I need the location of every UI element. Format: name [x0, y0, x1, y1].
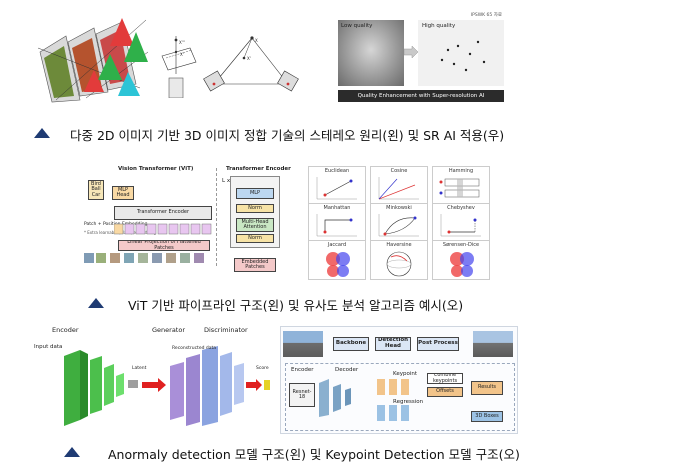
caption-triangle-icon — [34, 128, 50, 138]
similarity-metrics-grid: Euclidean Cosine Hamming Manhattan Minko… — [308, 166, 494, 280]
enc-norm-2: Norm — [236, 234, 274, 243]
gan-latent-label: Latent — [132, 366, 147, 371]
enc-norm-1: Norm — [236, 204, 274, 213]
vit-mlp-head: MLP Head — [112, 186, 134, 200]
vit-patch-images — [84, 253, 204, 263]
gan-encoder-label: Encoder — [52, 326, 79, 334]
vit-title: Vision Transformer (ViT) — [118, 166, 194, 172]
gan-blocks — [64, 346, 270, 426]
kp-backbone: Backbone — [333, 337, 369, 351]
enc-lx: L x — [222, 178, 231, 184]
kp-detection-head: Detection Head — [375, 337, 411, 351]
gan-diagram: Encoder Generator Discriminator Input da… — [34, 326, 274, 430]
epipolar-diagram-2: X X' — [203, 36, 299, 92]
kp-resnet: Resnet-18 — [289, 383, 315, 407]
kp-post-process: Post Process — [417, 337, 459, 351]
metric-minkowski: Minkowski — [370, 203, 428, 243]
sr-badge: IPSWK 65 자료 — [470, 13, 502, 18]
transformer-encoder-diagram: Transformer Encoder L x MLP Norm Multi-H… — [222, 166, 291, 274]
kp-offsets: Offsets — [427, 387, 463, 397]
metric-hamming: Hamming — [432, 166, 490, 206]
gan-recon-label: Reconstructed data — [172, 346, 217, 351]
enc-attention: Multi-Head Attention — [236, 218, 274, 232]
metric-jaccard: Jaccard — [308, 240, 366, 280]
metric-cosine: Cosine — [370, 166, 428, 206]
vit-encoder-box: Transformer Encoder — [114, 206, 212, 220]
kp-3d-boxes: 3D Boxes — [471, 411, 503, 422]
sr-panel: IPSWK 65 자료 Low quality High quality Qua… — [336, 12, 506, 104]
gan-score-label: Score — [256, 366, 269, 371]
vit-divider — [216, 168, 217, 266]
caption-row2: ViT 기반 파이프라인 구조(왼) 및 유사도 분석 알고리즘 예시(오) — [128, 298, 464, 313]
kp-output-photo — [473, 331, 513, 357]
enc-embedded: Embedded Patches — [234, 258, 276, 272]
stereo-cameras-illustration — [37, 18, 149, 103]
arrow-right-icon — [404, 46, 418, 58]
metric-haversine: Haversine — [370, 240, 428, 280]
kp-detail-panel — [285, 363, 515, 431]
vit-linear-projection: Linear Projection of Flattened Patches — [118, 240, 210, 251]
kp-encoder-label: Encoder — [291, 367, 314, 373]
kp-combine: Combine keypoints — [427, 373, 463, 384]
vit-class-box: Class Bird Ball Car ... — [88, 180, 104, 200]
vit-diagram: Vision Transformer (ViT) Class Bird Ball… — [84, 166, 218, 266]
kp-feature-maps — [319, 379, 351, 417]
sr-high-label: High quality — [422, 23, 456, 29]
enc-mlp: MLP — [236, 188, 274, 199]
caption-triangle-icon — [64, 447, 80, 457]
enc-title: Transformer Encoder — [226, 166, 291, 172]
svg-text:X': X' — [180, 52, 184, 57]
gan-input-label: Input data — [34, 344, 63, 350]
caption-row1: 다중 2D 이미지 기반 3D 이미지 정합 기술의 스테레오 원리(왼) 및 … — [70, 128, 505, 143]
vit-tokens — [114, 223, 212, 235]
kp-decoder-label: Decoder — [335, 367, 359, 373]
caption-triangle-icon — [88, 298, 104, 308]
epipolar-diagram-1: X''' X' — [161, 36, 197, 98]
keypoint-diagram: Backbone Detection Head Post Process Enc… — [280, 326, 518, 434]
metric-sorensen-dice: Sørensen-Dice — [432, 240, 490, 280]
svg-text:X: X — [255, 38, 258, 43]
svg-text:X''': X''' — [179, 40, 185, 45]
kp-regression-label: Regression — [393, 399, 424, 405]
sr-keypoints — [440, 40, 486, 72]
caption-row3: Anormaly detection 모델 구조(왼) 및 Keypoint D… — [108, 447, 520, 462]
sr-high-image: High quality — [418, 20, 504, 86]
gan-discriminator-label: Discriminator — [204, 326, 248, 334]
metric-chebyshev: Chebyshev — [432, 203, 490, 243]
kp-keypoint-label: Keypoint — [393, 371, 417, 377]
sr-low-image: Low quality — [338, 20, 404, 86]
svg-text:X': X' — [247, 56, 251, 61]
kp-input-photo-1 — [283, 331, 323, 357]
sr-footer: Quality Enhancement with Super-resolutio… — [357, 93, 485, 99]
metric-euclidean: Euclidean — [308, 166, 366, 206]
metric-manhattan: Manhattan — [308, 203, 366, 243]
gan-generator-label: Generator — [152, 326, 186, 334]
kp-result: Results — [471, 381, 503, 395]
kp-head-maps — [377, 379, 409, 421]
sr-footer-bar: Quality Enhancement with Super-resolutio… — [338, 90, 504, 102]
sr-low-label: Low quality — [341, 23, 373, 29]
